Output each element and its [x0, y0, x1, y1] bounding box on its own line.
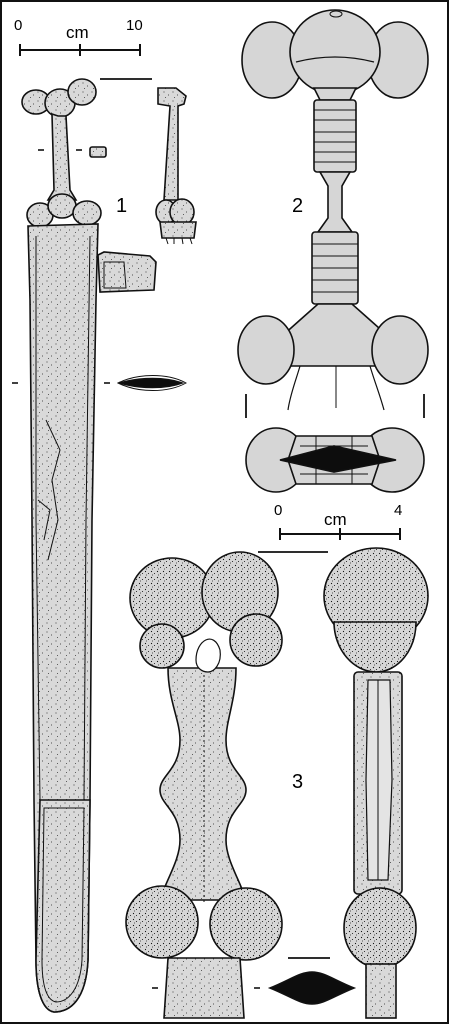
- dagger-2-grip-upper: [313, 99, 357, 173]
- sword-1-rivet: [89, 146, 107, 158]
- scale-2-end-label: 4: [394, 502, 403, 519]
- figure-label-2: 2: [292, 195, 304, 217]
- sword-1-grip: [46, 112, 78, 201]
- dagger-3-collar-left: [139, 623, 185, 669]
- dagger-3-side-blade: [365, 963, 397, 1019]
- scale-1-start-label: 0: [14, 17, 23, 34]
- dagger-3: [125, 551, 357, 1019]
- sword-1-side-view-grip: [157, 87, 187, 201]
- dagger-3-guard-left: [125, 885, 199, 959]
- figure-label-1: 1: [116, 195, 128, 217]
- dagger-3-grip: [158, 667, 248, 901]
- dagger-3-blade-section: [267, 971, 357, 1005]
- sword-1-guard-knob-mid: [47, 193, 77, 219]
- sword-1-chape: [35, 799, 91, 1013]
- scale-1-end-label: 10: [126, 17, 143, 34]
- dagger-2-guard-knob-right: [371, 315, 429, 385]
- figure-label-3: 3: [292, 771, 304, 793]
- dagger-3-collar-right: [229, 613, 283, 667]
- scale-bar-2: [279, 528, 401, 540]
- scale-bar-1: [19, 44, 141, 56]
- dagger-3-guard-right: [209, 887, 283, 961]
- sword-1-side-knob-b: [169, 198, 195, 226]
- scale-2-start-label: 0: [274, 502, 283, 519]
- sword-1-blade-section: [117, 377, 185, 389]
- sword-1: [12, 78, 197, 1013]
- scale-2-unit-label: cm: [324, 510, 347, 529]
- dagger-2-guard-knob-left: [237, 315, 295, 385]
- sword-1-suspension-loop: [97, 251, 157, 293]
- sword-1-guard-knob-right: [72, 200, 102, 226]
- dagger-3-side-view: [323, 547, 429, 1019]
- sword-1-pommel-knob-right: [67, 78, 97, 106]
- dagger-2: [237, 9, 429, 493]
- dagger-2-blade-section: [279, 445, 397, 473]
- dagger-2-waist: [316, 171, 354, 233]
- dagger-3-side-guard: [343, 887, 417, 969]
- scale-1-unit-label: cm: [66, 23, 89, 42]
- dagger-3-blade: [163, 957, 245, 1019]
- dagger-2-pommel-center: [289, 9, 381, 95]
